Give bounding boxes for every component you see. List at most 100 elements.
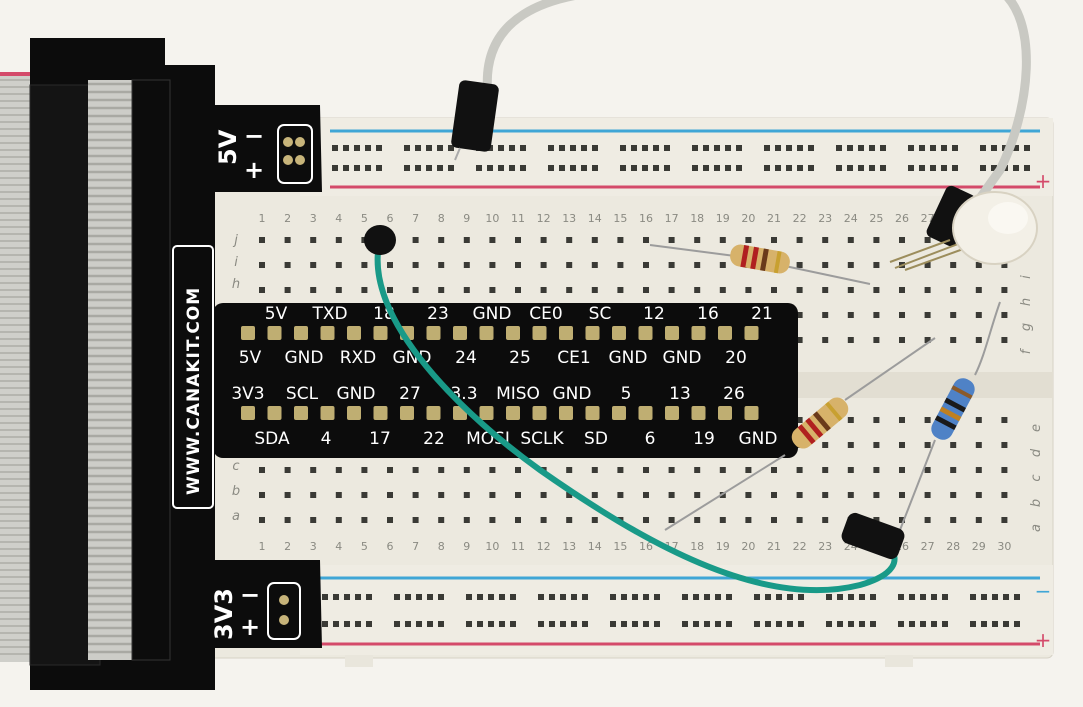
gpio-pin-label: MISO (496, 384, 540, 404)
gpio-pin (665, 406, 679, 420)
column-number-bottom: 30 (997, 540, 1011, 553)
canakit-url: WWW.CANAKIT.COM (184, 287, 204, 495)
gpio-pin-label: GND (337, 384, 376, 404)
gpio-pin (453, 326, 467, 340)
gpio-pin-label: 17 (369, 429, 391, 449)
power-plus-top: + (244, 156, 264, 184)
gpio-pin-label: 25 (509, 348, 531, 368)
column-number-bottom: 5 (361, 540, 368, 553)
row-letter: g (1019, 323, 1034, 331)
gpio-pin (479, 326, 494, 340)
gpio-pin (320, 406, 335, 420)
gpio-pin (559, 406, 573, 420)
column-number-bottom: 15 (613, 540, 627, 553)
column-number-bottom: 28 (946, 540, 960, 553)
gpio-pin (373, 326, 388, 340)
gpio-pin (506, 326, 520, 340)
row-letter: c (1029, 474, 1044, 481)
column-number-top: 24 (844, 212, 858, 225)
column-number-bottom: 22 (793, 540, 807, 553)
gpio-pin (479, 406, 494, 420)
green-jumper-wire (364, 225, 905, 594)
column-number-top: 20 (741, 212, 755, 225)
column-number-top: 2 (284, 212, 291, 225)
column-number-bottom: 13 (562, 540, 576, 553)
column-number-top: 17 (665, 212, 679, 225)
gpio-pin (638, 406, 653, 420)
column-number-bottom: 6 (387, 540, 394, 553)
gpio-pin-label: GND (285, 348, 324, 368)
gpio-pin (612, 406, 626, 420)
power-minus-top: − (244, 122, 264, 150)
gpio-pin (506, 406, 520, 420)
gpio-pin (373, 406, 388, 420)
column-number-top: 3 (310, 212, 317, 225)
power-3v3-label: 3V3 (210, 588, 238, 640)
column-number-bottom: 9 (463, 540, 470, 553)
gpio-pin-label: 23 (427, 304, 449, 324)
gpio-header-pins (241, 326, 759, 420)
resistor-middle (664, 337, 936, 531)
gpio-pin (320, 326, 335, 340)
gpio-pin (691, 406, 706, 420)
column-number-top: 25 (869, 212, 883, 225)
column-number-top: 26 (895, 212, 909, 225)
row-letter: c (232, 459, 239, 474)
gpio-pin-label: 13 (669, 384, 691, 404)
rgb-led (889, 191, 1038, 271)
column-number-top: 14 (588, 212, 602, 225)
gpio-pin-label: GND (609, 348, 648, 368)
row-letter: h (1019, 298, 1034, 306)
column-number-top: 7 (412, 212, 419, 225)
gpio-pin-label: 5V (265, 304, 288, 324)
gpio-pin-label: 22 (423, 429, 445, 449)
gpio-pin (585, 406, 600, 420)
gpio-pin-label: SCL (286, 384, 319, 404)
row-letter: i (1019, 275, 1034, 279)
resistor-blue (899, 301, 1001, 531)
column-number-top: 23 (818, 212, 832, 225)
column-number-top: 10 (485, 212, 499, 225)
gpio-pin-label: 16 (697, 304, 719, 324)
column-number-bottom: 18 (690, 540, 704, 553)
gpio-pin-label: 19 (693, 429, 715, 449)
gpio-pin (532, 326, 547, 340)
gpio-pin-label: RXD (340, 348, 377, 368)
rail-minus-bottom: − (1035, 579, 1052, 603)
gpio-pin-label: 20 (725, 348, 747, 368)
power-minus-bottom: − (240, 581, 260, 609)
column-numbers: 1122334455667788991010111112121313141415… (259, 212, 1012, 553)
column-number-bottom: 19 (716, 540, 730, 553)
gpio-pin (718, 326, 732, 340)
grey-jumper-wire (451, 0, 1031, 247)
column-number-top: 12 (537, 212, 551, 225)
gpio-pin (241, 326, 255, 340)
gpio-pin (744, 406, 759, 420)
gpio-pin-label: SD (584, 429, 608, 449)
row-letter: j (232, 233, 238, 248)
gpio-pin-label: TXD (311, 304, 347, 324)
column-number-bottom: 4 (335, 540, 342, 553)
row-letter: b (1029, 499, 1044, 507)
column-number-top: 13 (562, 212, 576, 225)
gpio-pin-label: GND (663, 348, 702, 368)
gpio-pin (267, 406, 282, 420)
power-5v-label: 5V (214, 129, 242, 165)
gpio-pin-label: 12 (643, 304, 665, 324)
row-letter: b (232, 484, 240, 499)
gpio-pin-label: SDA (254, 429, 290, 449)
gpio-pin (638, 326, 653, 340)
gpio-pin-label: 26 (723, 384, 745, 404)
gpio-pin (294, 406, 308, 420)
column-number-bottom: 12 (537, 540, 551, 553)
column-number-bottom: 16 (639, 540, 653, 553)
column-number-top: 21 (767, 212, 781, 225)
gpio-pin (718, 406, 732, 420)
column-number-top: 19 (716, 212, 730, 225)
gpio-pin (612, 326, 626, 340)
gpio-pin-label: MOSI (466, 429, 510, 449)
column-number-top: 6 (387, 212, 394, 225)
gpio-pin-label: 3V3 (231, 384, 264, 404)
gpio-pin-label: 24 (455, 348, 477, 368)
